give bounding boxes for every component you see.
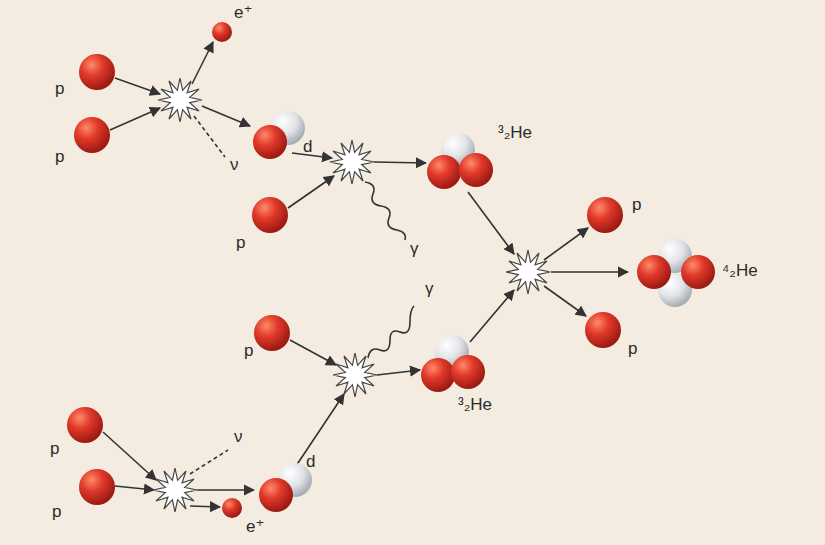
particle-label: p — [50, 440, 59, 459]
particle-label: ν — [230, 156, 239, 175]
particle-label: p — [628, 340, 637, 359]
particle-label: e⁺ — [234, 4, 252, 23]
particle-label: γ — [425, 280, 434, 299]
particle-label: ⁴₂He — [722, 262, 758, 281]
particles — [67, 22, 715, 518]
particle-label: ³₂He — [498, 124, 532, 143]
particle-label: γ — [410, 240, 419, 259]
particle-label: ν — [234, 428, 243, 447]
particle-label: d — [303, 138, 312, 157]
particle-label: d — [306, 453, 315, 472]
particle-label: p — [236, 234, 245, 253]
reaction-arrows — [103, 42, 628, 507]
reaction-stars — [153, 78, 550, 512]
particle-label: ³₂He — [458, 396, 492, 415]
particle-label: e⁺ — [246, 518, 264, 537]
particle-label: p — [55, 148, 64, 167]
particle-label: p — [52, 503, 61, 522]
particle-label: p — [632, 196, 641, 215]
particle-label: p — [244, 342, 253, 361]
particle-label: p — [55, 80, 64, 99]
